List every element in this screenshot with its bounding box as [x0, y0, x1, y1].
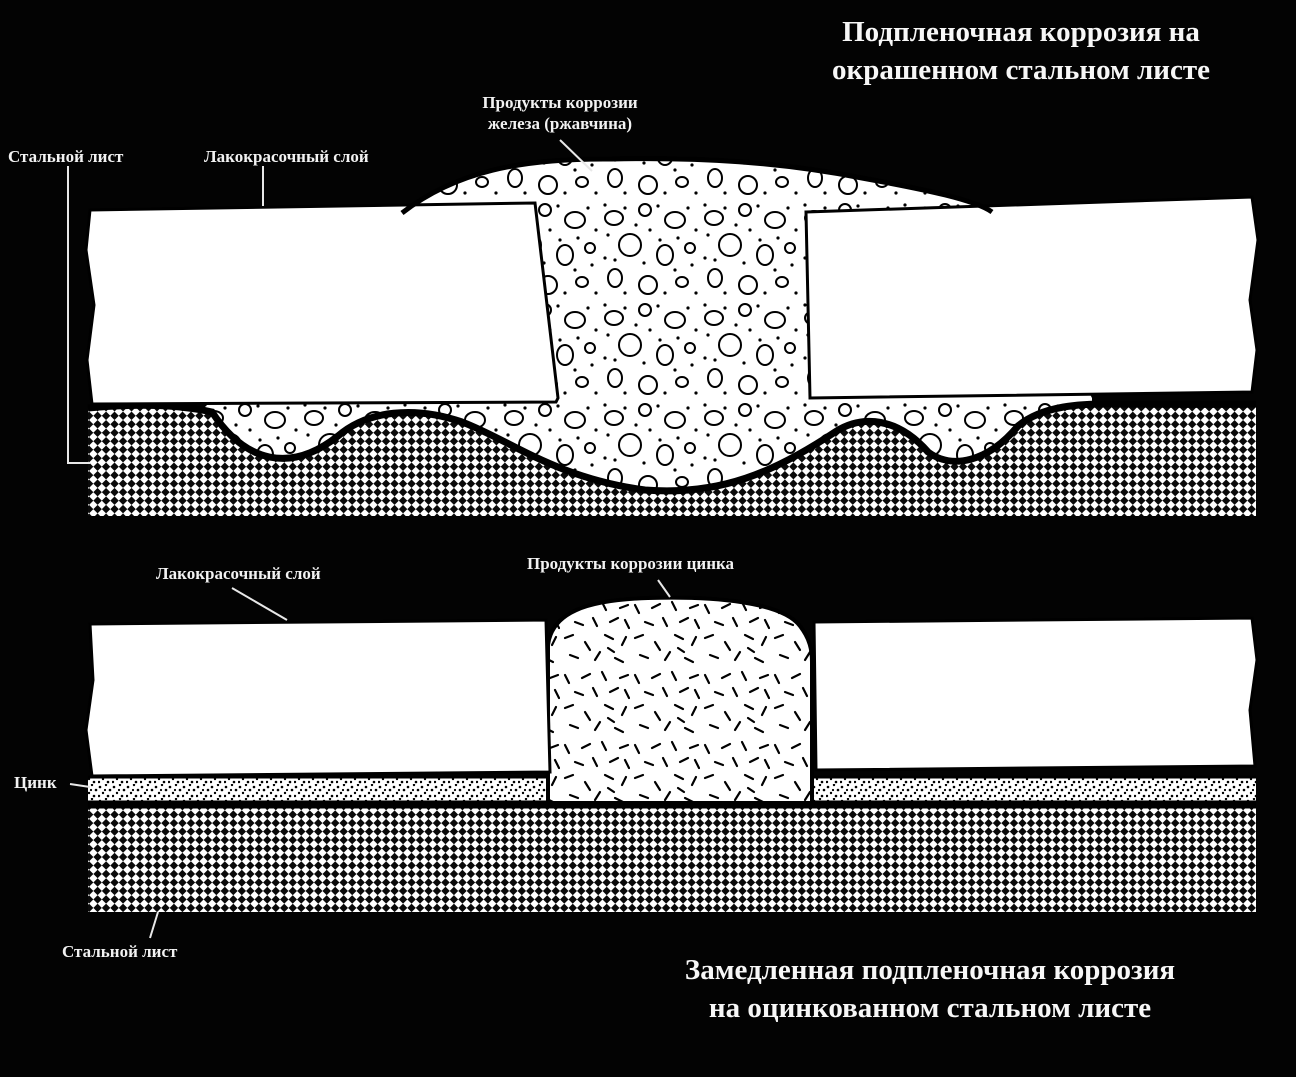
leader-paint-bottom	[231, 587, 288, 621]
leader-zinc-products	[657, 579, 671, 598]
label-zinc-corrosion-products: Продукты коррозии цинка	[527, 554, 735, 573]
paint-layer-right-top-diagram	[804, 195, 1260, 400]
label-rust-products-line-1: Продукты коррозии	[482, 93, 638, 112]
top-title-line-2: окрашенном стальном листе	[831, 53, 1211, 86]
leader-steel-top	[67, 166, 90, 464]
top-diagram-title: Подпленочная коррозия на окрашенном стал…	[756, 14, 1286, 89]
label-steel-sheet-top: Стальной лист	[8, 147, 124, 166]
bottom-title-line-2: на оцинкованном стальном листе	[708, 991, 1152, 1024]
bottom-diagram-title: Замедленная подпленочная коррозия на оци…	[670, 952, 1190, 1027]
label-paint-layer-bottom: Лакокрасочный слой	[156, 564, 321, 583]
paint-layer-left-top-diagram	[84, 201, 560, 406]
steel-surface-line	[87, 400, 1257, 495]
steel-sheet-top-diagram	[88, 403, 1256, 516]
label-rust-products: Продукты коррозии железа (ржавчина)	[445, 92, 675, 135]
label-rust-products-line-2: железа (ржавчина)	[487, 114, 633, 134]
top-title-line-1: Подпленочная коррозия на	[842, 16, 1200, 48]
label-paint-layer-top: Лакокрасочный слой	[204, 147, 369, 166]
label-steel-sheet-bottom: Стальной лист	[62, 942, 178, 961]
leader-steel-bottom	[149, 911, 159, 939]
label-zinc: Цинк	[14, 773, 57, 792]
leader-rust-products	[559, 139, 593, 172]
steel-sheet-bottom-diagram	[88, 806, 1256, 912]
paint-layer-right-bottom-diagram	[812, 616, 1259, 772]
rust-blister-outline	[400, 156, 994, 215]
zinc-corrosion-region	[546, 595, 814, 805]
leader-zinc	[69, 783, 91, 788]
paint-layer-left-bottom-diagram	[84, 618, 552, 778]
bottom-title-line-1: Замедленная подпленочная коррозия	[684, 954, 1176, 986]
